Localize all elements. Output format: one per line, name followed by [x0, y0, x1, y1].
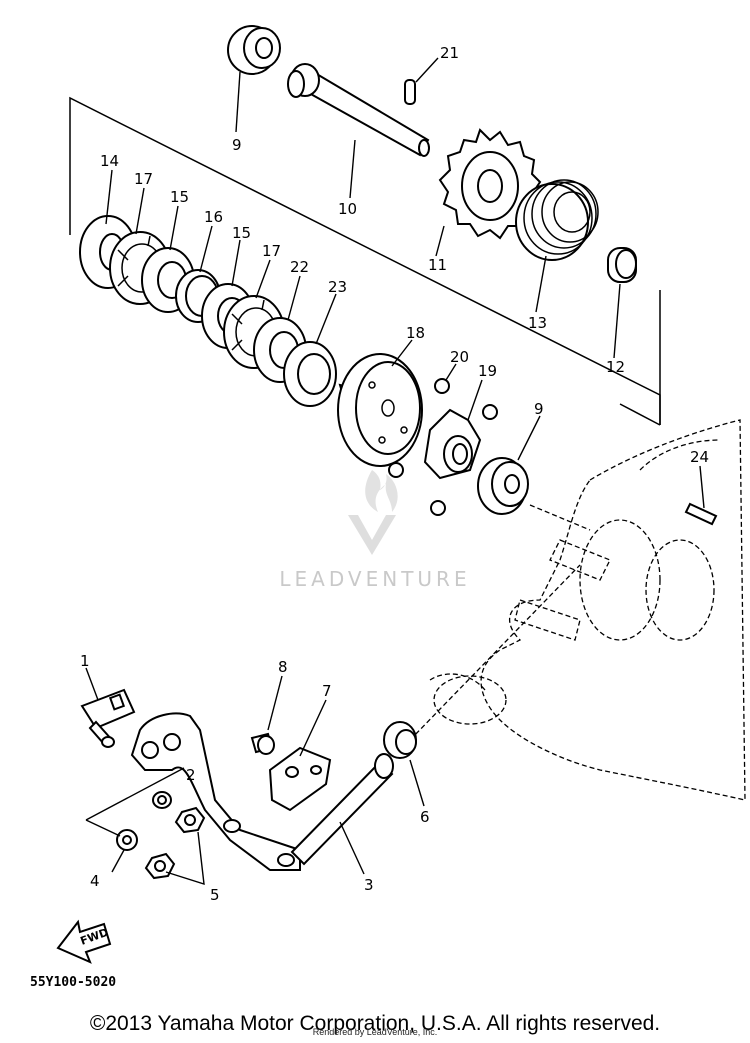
- nut-small: [152, 791, 172, 809]
- callout-24: 24: [690, 448, 709, 466]
- pin: [404, 79, 416, 105]
- callout-4: 4: [90, 872, 100, 890]
- callout-1: 1: [80, 652, 90, 670]
- callout-8: 8: [278, 658, 288, 676]
- bushing: [607, 247, 637, 283]
- bearing-top: [227, 25, 281, 75]
- ratchet-gear: [438, 128, 542, 240]
- callout-numbers: 9 21 10 11 13 12 14 17 15 16 15 17 22 23…: [80, 44, 709, 904]
- rendered-by-notice: Rendered by LeadVenture, Inc.: [312, 1027, 438, 1037]
- callout-17-a: 17: [134, 170, 153, 188]
- callout-16: 16: [204, 208, 223, 226]
- bolt: [250, 732, 275, 755]
- kick-gear-cup: [337, 353, 423, 467]
- shaft-axis-line: [529, 504, 591, 531]
- callout-3: 3: [364, 876, 374, 894]
- callout-6: 6: [420, 808, 430, 826]
- kick-shaft: [287, 63, 430, 157]
- leader-lines: [85, 57, 705, 885]
- callout-15-a: 15: [170, 188, 189, 206]
- callout-9-bottom: 9: [534, 400, 544, 418]
- callout-5: 5: [210, 886, 220, 904]
- assembly-frame-side: [619, 403, 661, 426]
- small-washer: [116, 829, 138, 851]
- nut-upper: [174, 806, 206, 834]
- washer-23: [283, 341, 337, 407]
- stopper-plate: [268, 746, 332, 812]
- balls: [388, 378, 498, 516]
- lever-bracket: [80, 688, 136, 748]
- callout-2: 2: [186, 766, 196, 784]
- callout-22: 22: [290, 258, 309, 276]
- watermark-flame-icon: [365, 470, 398, 512]
- callout-20: 20: [450, 348, 469, 366]
- kick-spring: [515, 179, 599, 261]
- callout-19: 19: [478, 362, 497, 380]
- lever-shaft: [290, 753, 394, 866]
- kick-clip: [423, 408, 482, 480]
- callout-13: 13: [528, 314, 547, 332]
- fwd-arrow-icon: FWD: [56, 919, 112, 964]
- watermark-text: LEADVENTURE: [279, 567, 470, 591]
- kick-lever-arm: [130, 712, 301, 871]
- callout-17-b: 17: [262, 242, 281, 260]
- leadventure-watermark: LEADVENTURE: [279, 470, 470, 591]
- callout-18: 18: [406, 324, 425, 342]
- callout-14: 14: [100, 152, 119, 170]
- callout-23: 23: [328, 278, 347, 296]
- nut-lower: [144, 852, 176, 880]
- diagram-code: 55Y100-5020: [30, 975, 117, 990]
- callout-10: 10: [338, 200, 357, 218]
- watermark-v-icon: [348, 515, 396, 555]
- callout-21: 21: [440, 44, 459, 62]
- bearing-bottom: [477, 457, 529, 515]
- crankcase-outline: [429, 419, 746, 801]
- callout-7: 7: [322, 682, 332, 700]
- callout-15-b: 15: [232, 224, 251, 242]
- oil-seal: [383, 721, 417, 759]
- callout-9-top: 9: [232, 136, 242, 154]
- copyright-notice: ©2013 Yamaha Motor Corporation, U.S.A. A…: [89, 1012, 661, 1035]
- callout-11: 11: [428, 256, 447, 274]
- dowel-pin: [684, 502, 718, 526]
- callout-12: 12: [606, 358, 625, 376]
